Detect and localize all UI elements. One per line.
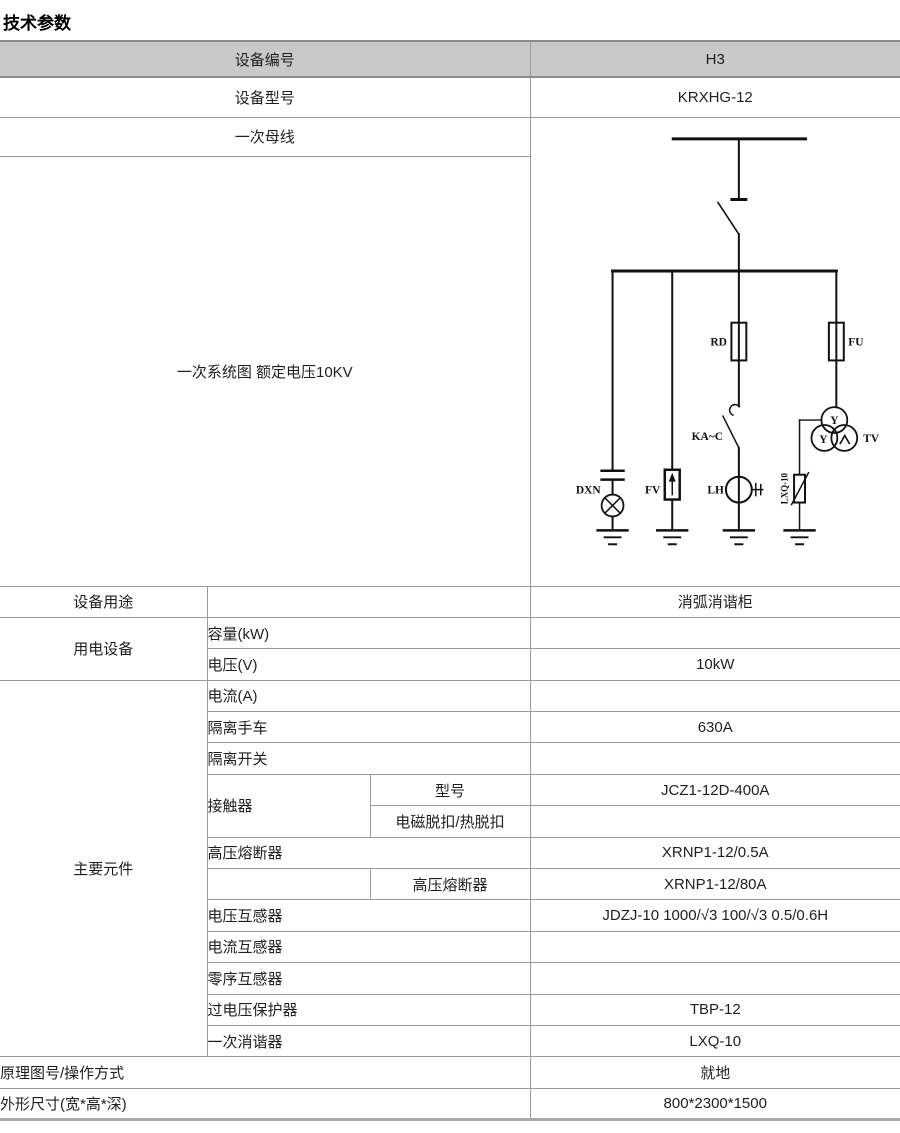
contactor-blade — [721, 415, 740, 449]
empty-cell — [207, 868, 371, 901]
table-row: 设备用途 消弧消谐柜 — [0, 585, 900, 618]
contactor-model-value-cell: JCZ1-12D-400A — [529, 773, 900, 807]
dimensions-value-cell: 800*2300*1500 — [529, 1087, 900, 1122]
disconnector-value-cell — [529, 742, 900, 775]
table-row: 主要元件 电流(A) — [0, 679, 900, 1058]
power-group-cell: 用电设备 — [0, 616, 208, 681]
hv-fuse2-label-cell: 高压熔断器 — [369, 868, 531, 901]
label-lxq: LXQ-10 — [779, 472, 789, 504]
label-y-left: Y — [819, 434, 828, 446]
disconnector-blade — [716, 201, 740, 236]
one-line-diagram: DXN FV RD KA~C — [575, 137, 880, 546]
eliminator-label-cell: 一次消谐器 — [207, 1024, 531, 1058]
lamp-symbol — [600, 493, 624, 518]
arrester-fv-symbol — [663, 468, 681, 501]
model-label-cell: 设备型号 — [0, 76, 531, 118]
disconnector-label-cell: 隔离开关 — [207, 742, 531, 775]
open-delta-glyph — [838, 433, 850, 445]
purpose-label-cell: 设备用途 — [0, 585, 208, 618]
current-value-cell — [529, 679, 900, 713]
eliminator-value-cell: LXQ-10 — [529, 1024, 900, 1058]
contactor-group-cell: 接触器 — [207, 773, 371, 838]
ct-label-cell: 电流互感器 — [207, 930, 531, 964]
fuse-rd-symbol — [729, 321, 747, 362]
table-row: 原理图号/操作方式 就地 — [0, 1056, 900, 1089]
trip-value-cell — [529, 805, 900, 838]
surge-value-cell: TBP-12 — [529, 993, 900, 1026]
contactor-model-label-cell: 型号 — [369, 773, 531, 807]
table-row: 隔离手车 630A — [0, 711, 900, 744]
table-row: 高压熔断器 XRNP1-12/80A — [0, 868, 900, 901]
voltage-label-cell: 电压(V) — [207, 648, 531, 681]
zero-ct-value-cell — [529, 962, 900, 995]
table-row: 用电设备 容量(kW) — [0, 616, 900, 681]
table-row: 外形尺寸(宽*高*深) 800*2300*1500 — [0, 1087, 900, 1122]
dimensions-label-cell: 外形尺寸(宽*高*深) — [0, 1087, 531, 1122]
table-row: 零序互感器 — [0, 962, 900, 995]
table-row: 电磁脱扣/热脱扣 — [0, 805, 900, 838]
one-line-diagram-cell: DXN FV RD KA~C — [529, 116, 900, 587]
operation-value-cell: 就地 — [529, 1056, 900, 1089]
empty-cell — [206, 585, 531, 618]
table-row: 设备型号 KRXHG-12 — [0, 76, 900, 118]
hv-fuse-value-cell: XRNP1-12/0.5A — [529, 836, 900, 870]
ct-value-cell — [529, 930, 900, 964]
bus-label-cell: 一次母线 — [0, 116, 531, 157]
capacitor-symbol — [599, 469, 625, 481]
label-lh: LH — [707, 485, 724, 497]
spec-table: 设备编号 H3 设备型号 KRXHG-12 一次母线 — [0, 40, 900, 1122]
operation-label-cell: 原理图号/操作方式 — [0, 1056, 531, 1089]
capacity-label-cell: 容量(kW) — [206, 616, 531, 650]
table-row: 高压熔断器 XRNP1-12/0.5A — [0, 836, 900, 870]
label-ka: KA~C — [691, 431, 722, 443]
voltage-value-cell: 10kW — [529, 648, 900, 681]
pt-tv-symbol: Y Y — [810, 406, 858, 452]
trolley-value-cell: 630A — [529, 711, 900, 744]
header-value-cell: H3 — [529, 40, 900, 78]
ct-lh-symbol — [724, 475, 763, 504]
purpose-value-cell: 消弧消谐柜 — [529, 585, 900, 618]
fuse-fu-symbol — [827, 321, 845, 362]
label-tv: TV — [863, 433, 880, 445]
table-row: 设备编号 H3 — [0, 40, 900, 78]
trip-label-cell: 电磁脱扣/热脱扣 — [370, 805, 531, 838]
model-value-cell: KRXHG-12 — [529, 76, 900, 118]
table-row: 过电压保护器 TBP-12 — [0, 993, 900, 1026]
eliminator-lxq-symbol — [790, 471, 810, 506]
label-fu: FU — [848, 337, 863, 349]
components-group-cell: 主要元件 — [0, 679, 208, 1058]
table-row: 一次母线 — [0, 116, 900, 587]
trolley-label-cell: 隔离手车 — [207, 711, 531, 744]
capacity-value-cell — [529, 616, 900, 650]
contactor-contact — [728, 403, 740, 417]
system-diagram-label-cell: 一次系统图 额定电压10KV — [0, 155, 530, 587]
label-rd: RD — [710, 337, 727, 349]
zero-ct-label-cell: 零序互感器 — [207, 962, 531, 995]
pt-label-cell: 电压互感器 — [207, 899, 531, 932]
label-dxn: DXN — [575, 485, 601, 497]
hv-fuse2-value-cell: XRNP1-12/80A — [529, 868, 900, 901]
label-fv: FV — [645, 485, 661, 497]
pt-value-cell: JDZJ-10 1000/√3 100/√3 0.5/0.6H — [529, 899, 900, 932]
page-title: 技术参数 — [3, 14, 71, 33]
hv-fuse-label-cell: 高压熔断器 — [207, 836, 531, 870]
table-row: 一次系统图 额定电压10KV — [0, 155, 900, 587]
table-row: 隔离开关 — [0, 742, 900, 775]
surge-label-cell: 过电压保护器 — [207, 993, 531, 1026]
table-row: 电压互感器 JDZJ-10 1000/√3 100/√3 0.5/0.6H — [0, 899, 900, 932]
table-row: 接触器 型号 JCZ1-12D-400A — [0, 773, 900, 838]
label-y-top: Y — [830, 415, 839, 427]
header-label-cell: 设备编号 — [0, 40, 531, 78]
current-label-cell: 电流(A) — [206, 679, 531, 713]
